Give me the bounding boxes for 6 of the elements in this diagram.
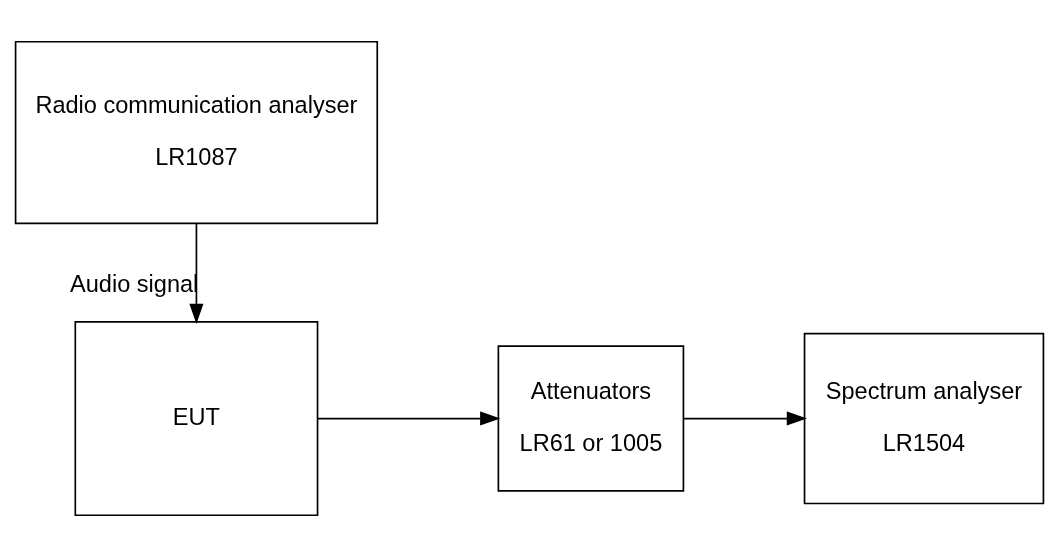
node-box: Attenuators LR61 or 1005 [497, 344, 685, 492]
arrow [316, 410, 501, 426]
node-box: Spectrum analyser LR1504 [803, 332, 1045, 504]
node-box: Radio communication analyser LR1087 [14, 40, 379, 224]
arrow [682, 410, 807, 426]
node-box: EUT [74, 320, 319, 516]
